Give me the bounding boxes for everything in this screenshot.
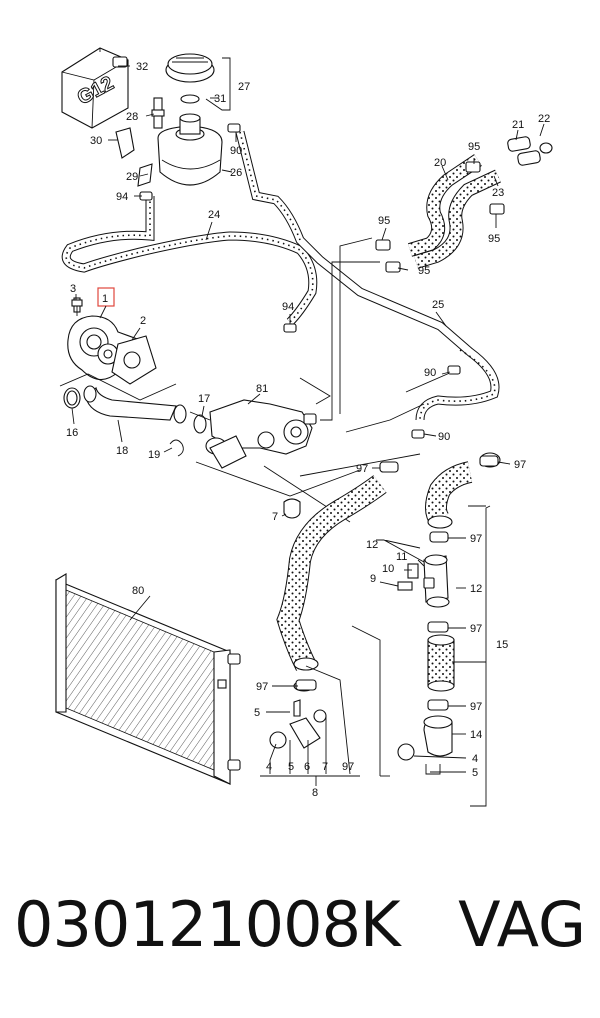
callout-26: 26 <box>230 167 242 179</box>
callout-94-mid: 94 <box>282 301 294 313</box>
hose-clamps <box>139 123 499 711</box>
bolt-3 <box>71 299 83 316</box>
callout-24: 24 <box>208 209 220 221</box>
sensor-10-11 <box>397 563 419 591</box>
callout-7-bottom: 7 <box>322 761 328 773</box>
cooling-system-exploded-diagram: G12 <box>55 47 553 807</box>
callout-29: 29 <box>126 171 138 183</box>
callout-97-b: 97 <box>514 459 526 471</box>
heater-connector-21 <box>507 136 553 166</box>
pipe-18 <box>83 385 187 424</box>
clips-95-group <box>375 161 505 273</box>
hose-24 <box>61 196 318 326</box>
radiator <box>55 573 241 785</box>
callout-1: 1 <box>102 293 108 305</box>
callout-90-low: 90 <box>438 431 450 443</box>
connector-12 <box>423 554 450 608</box>
callout-97-e: 97 <box>256 681 268 693</box>
connector-7 <box>283 498 301 519</box>
callout-21: 21 <box>512 119 524 131</box>
reservoir-cap <box>165 53 215 104</box>
bracket-30 <box>115 127 135 159</box>
callout-22: 22 <box>538 113 550 125</box>
callout-17: 17 <box>198 393 210 405</box>
callout-97-f: 97 <box>470 701 482 713</box>
brand-name: VAG <box>458 888 586 961</box>
clip-19 <box>169 439 184 457</box>
callout-95-left: 95 <box>378 215 390 227</box>
callout-12-right: 12 <box>470 583 482 595</box>
o-ring-17 <box>193 414 207 434</box>
callout-12-left: 12 <box>366 539 378 551</box>
hose-section-15 <box>427 634 455 692</box>
callout-32: 32 <box>136 61 148 73</box>
callout-8: 8 <box>312 787 318 799</box>
callout-95-top: 95 <box>468 141 480 153</box>
coolant-canister-g12: G12 <box>61 47 129 129</box>
callout-10: 10 <box>382 563 394 575</box>
clip-5-right <box>425 764 441 775</box>
elbow-14 <box>423 715 453 757</box>
callout-97-g: 97 <box>342 761 354 773</box>
callout-11: 11 <box>396 551 407 563</box>
callout-labels: 32 27 31 28 30 90 26 29 94 24 94 1 3 2 1… <box>66 61 550 799</box>
callout-97-c: 97 <box>470 533 482 545</box>
callout-95-mid: 95 <box>418 265 430 277</box>
callout-23: 23 <box>492 187 504 199</box>
callout-5-left: 5 <box>254 707 260 719</box>
callout-31: 31 <box>214 93 226 105</box>
hose-25 <box>235 130 500 421</box>
callout-15: 15 <box>496 639 508 651</box>
callout-9: 9 <box>370 573 376 585</box>
callout-80: 80 <box>132 585 144 597</box>
callout-5-right: 5 <box>472 767 478 779</box>
callout-95-right: 95 <box>488 233 500 245</box>
part-number: 030121008K <box>14 888 401 961</box>
callout-6: 6 <box>304 761 310 773</box>
callout-4-right: 4 <box>472 753 478 765</box>
callout-19: 19 <box>148 449 160 461</box>
callout-28: 28 <box>126 111 138 123</box>
callout-16: 16 <box>66 427 78 439</box>
callout-27: 27 <box>238 81 250 93</box>
callout-4-bottom: 4 <box>266 761 272 773</box>
callout-30: 30 <box>90 135 102 147</box>
callout-25: 25 <box>432 299 444 311</box>
callout-90-top: 90 <box>230 145 242 157</box>
callout-90-mid: 90 <box>424 367 436 379</box>
o-ring-4-right <box>397 743 415 761</box>
callout-14: 14 <box>470 729 482 741</box>
callout-2: 2 <box>140 315 146 327</box>
leader-lines <box>71 57 545 807</box>
callout-20: 20 <box>434 157 446 169</box>
callout-81: 81 <box>256 383 268 395</box>
callout-3: 3 <box>70 283 76 295</box>
callout-94-top: 94 <box>116 191 128 203</box>
lower-radiator-hose <box>276 475 387 671</box>
level-sensor <box>151 97 165 129</box>
callout-97-a: 97 <box>356 463 368 475</box>
product-caption: 030121008K VAG <box>0 888 600 998</box>
lower-connector-group <box>269 680 327 749</box>
coolant-flange-81 <box>205 399 317 469</box>
callout-18: 18 <box>116 445 128 457</box>
callout-7-upper: 7 <box>272 511 278 523</box>
heater-hose-20 <box>407 154 501 269</box>
expansion-tank <box>157 113 223 186</box>
outline-lines <box>59 237 453 523</box>
gasket-2 <box>111 335 157 385</box>
o-ring-16 <box>63 387 81 409</box>
callout-97-d: 97 <box>470 623 482 635</box>
callout-5-bottom: 5 <box>288 761 294 773</box>
